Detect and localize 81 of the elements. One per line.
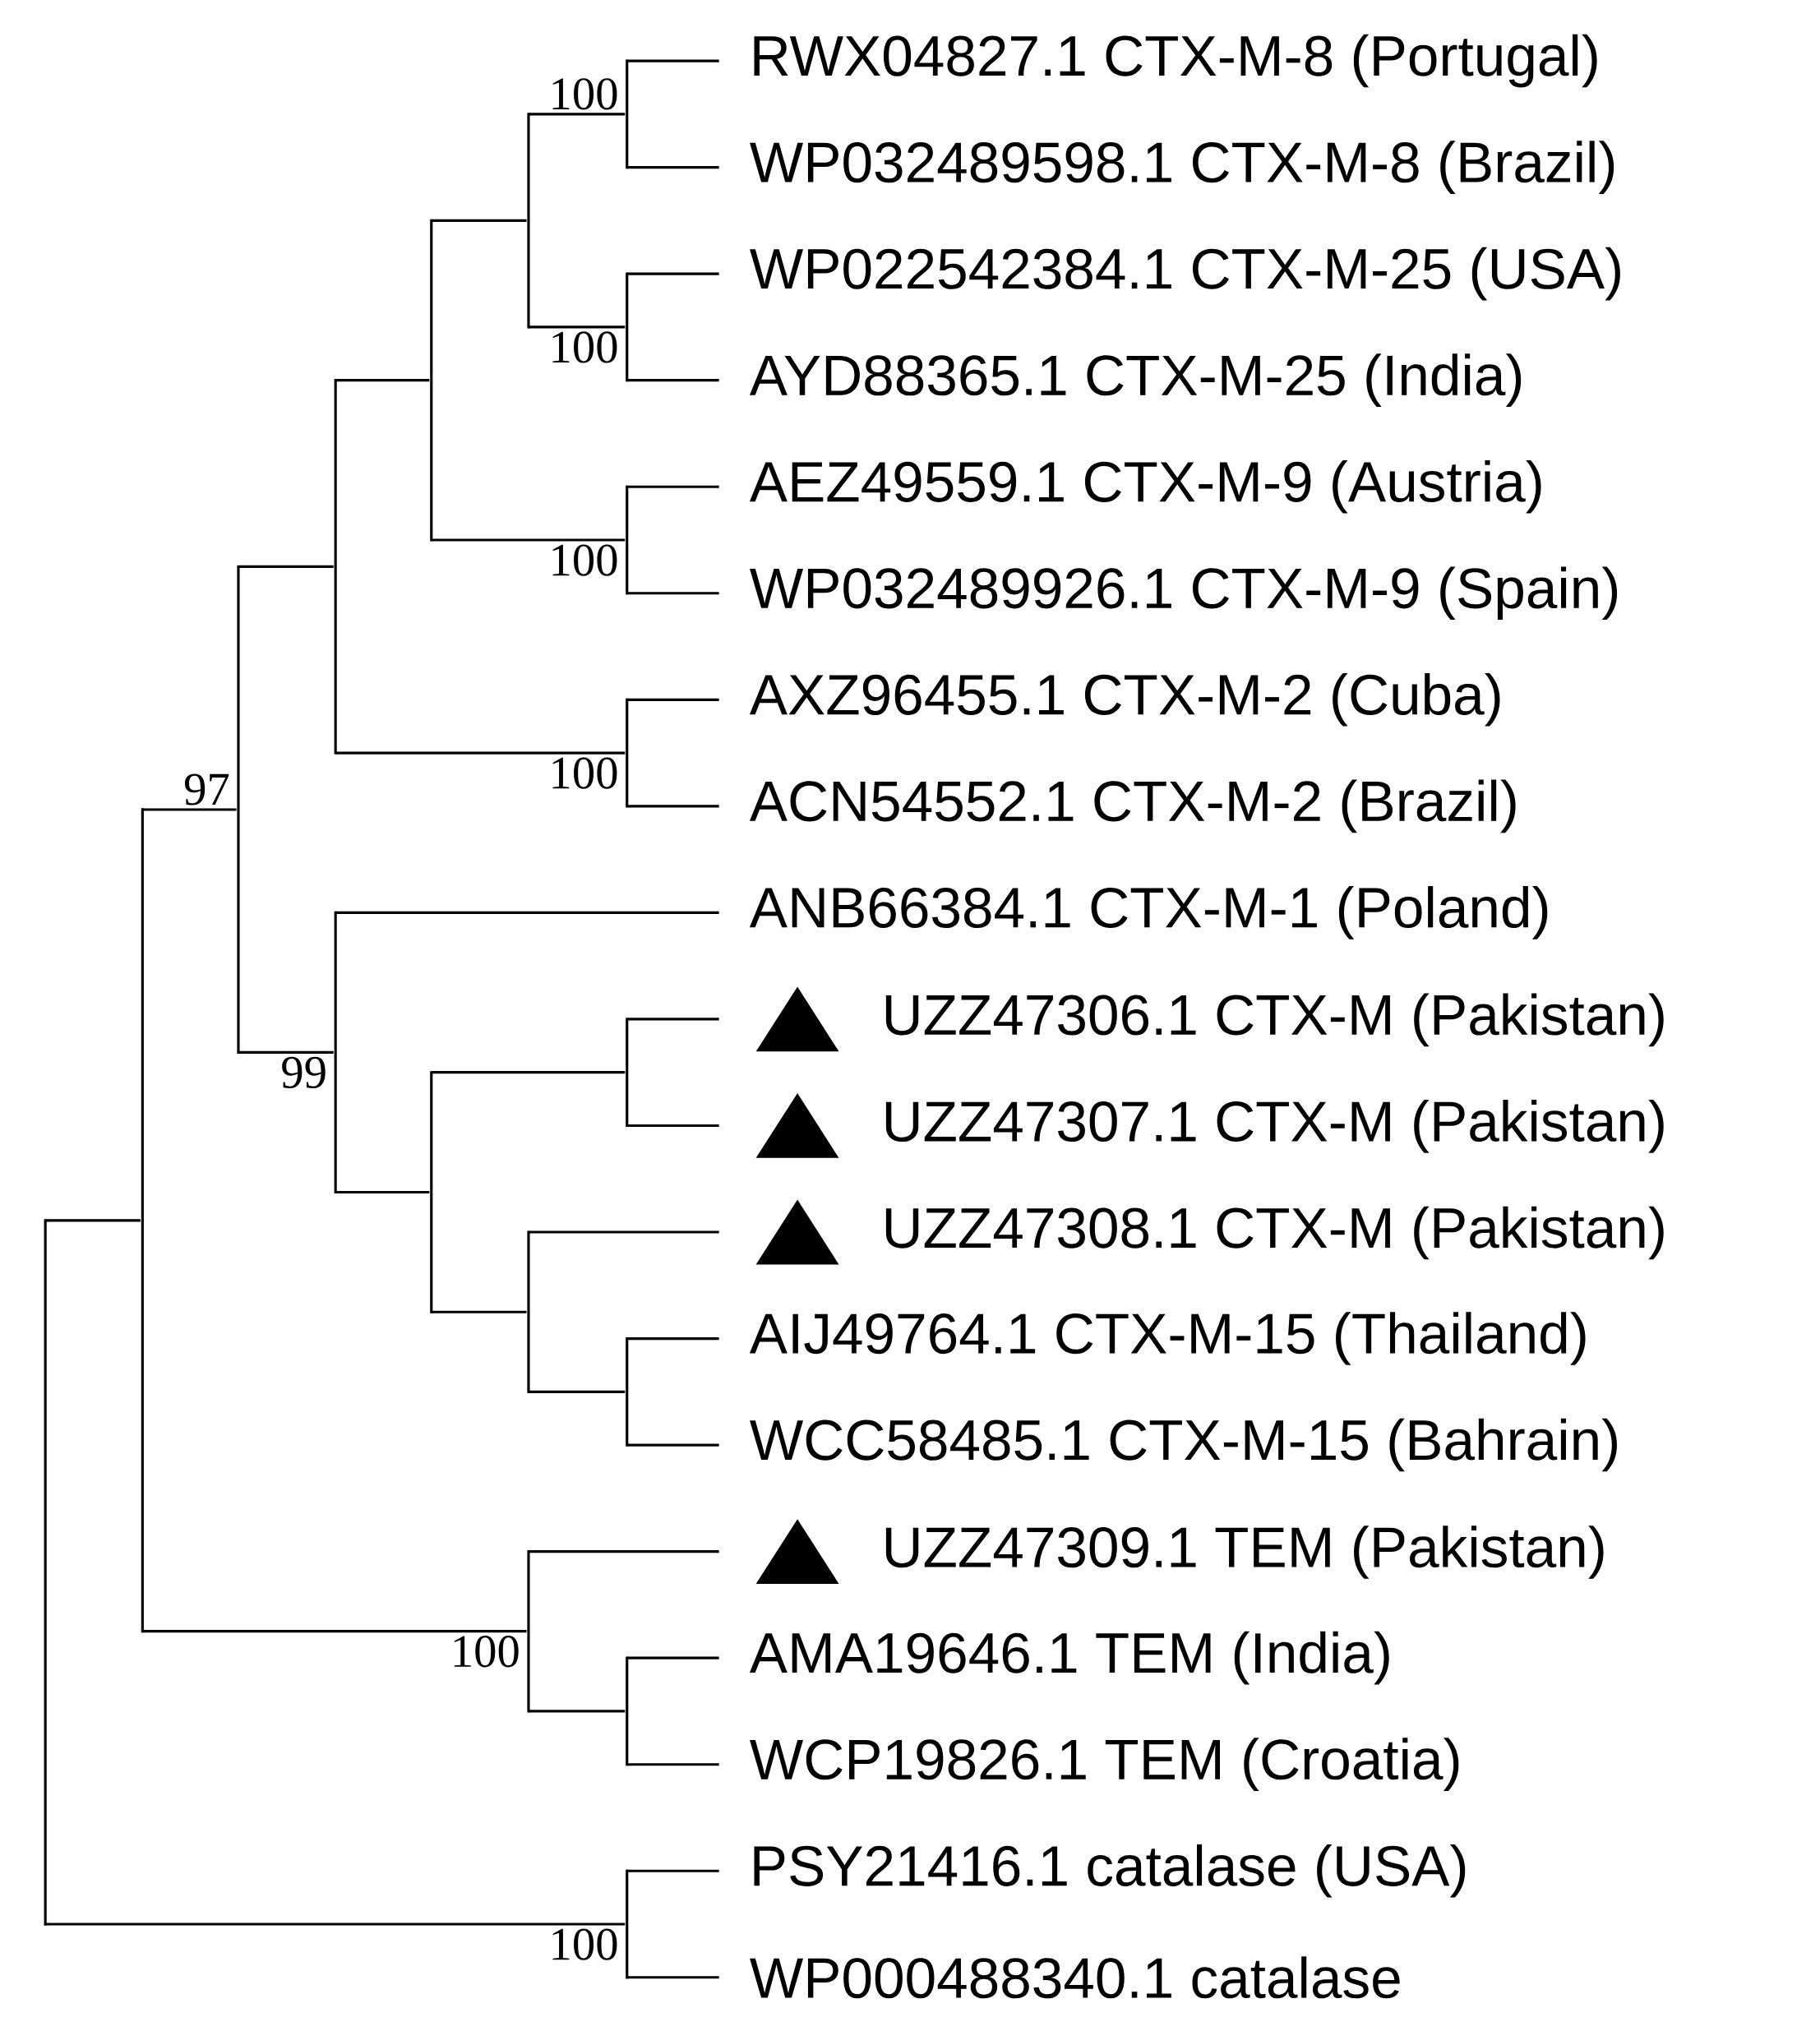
branch-line: [335, 1190, 430, 1194]
leaf-label: RWX04827.1 CTX-M-8 (Portugal): [754, 34, 1597, 88]
branch-junction: [626, 1018, 629, 1128]
leaf-label: WP032489598.1 CTX-M-8 (Brazil): [750, 141, 1614, 194]
bootstrap-value: 99: [282, 1056, 326, 1088]
bootstrap-value: 100: [552, 331, 617, 363]
leaf-label: UZZ47307.1 CTX-M (Pakistan): [755, 1093, 1664, 1158]
branch-junction: [527, 1550, 530, 1713]
branch-junction: [430, 219, 433, 542]
leaf-label: UZZ47308.1 CTX-M (Pakistan): [755, 1199, 1664, 1265]
branch-line: [335, 911, 719, 914]
branch-line: [626, 1869, 719, 1872]
leaf-label: ACN54552.1 CTX-M-2 (Brazil): [749, 779, 1516, 833]
branch-line: [626, 166, 719, 169]
leaf-label: WCC58485.1 CTX-M-15 (Bahrain): [750, 1418, 1617, 1472]
branch-junction: [626, 1656, 629, 1766]
branch-line: [431, 219, 527, 222]
branch-line: [45, 1219, 141, 1222]
branch-junction: [626, 485, 629, 595]
branch-line: [626, 592, 719, 595]
branch-junction: [626, 1337, 629, 1447]
leaf-label: AMA19646.1 TEM (India): [749, 1631, 1389, 1685]
branch-line: [142, 808, 237, 811]
branch-line: [626, 1443, 719, 1447]
leaf-label: AIJ49764.1 CTX-M-15 (Thailand): [749, 1312, 1586, 1365]
branch-line: [626, 1763, 719, 1766]
branch-line: [528, 1550, 719, 1553]
branch-junction: [626, 272, 629, 382]
bootstrap-value: 100: [552, 1928, 617, 1960]
branch-junction: [141, 808, 144, 1633]
branch-line: [626, 485, 719, 488]
leaf-label: AXZ96455.1 CTX-M-2 (Cuba): [749, 673, 1500, 727]
branch-line: [528, 113, 626, 116]
branch-line: [238, 1050, 334, 1054]
branch-junction: [44, 1219, 47, 1926]
leaf-label: UZZ47309.1 TEM (Pakistan): [755, 1519, 1604, 1584]
branch-line: [335, 751, 626, 755]
branch-junction: [334, 911, 337, 1193]
branch-junction: [626, 1869, 629, 1979]
branch-junction: [334, 379, 337, 755]
branch-line: [142, 1630, 527, 1633]
branch-junction: [626, 59, 629, 169]
leaf-label: WP022542384.1 CTX-M-25 (USA): [750, 247, 1620, 301]
leaf-label: PSY21416.1 catalase (USA): [754, 1844, 1466, 1898]
branch-line: [626, 805, 719, 808]
leaf-label: WCP19826.1 TEM (Croatia): [750, 1738, 1459, 1791]
branch-line: [528, 1230, 719, 1234]
branch-line: [335, 379, 430, 382]
branch-line: [626, 1656, 719, 1659]
branch-junction: [430, 1071, 433, 1313]
leaf-label: AYD88365.1 CTX-M-25 (India): [749, 353, 1522, 407]
branch-junction: [237, 565, 240, 1055]
branch-line: [626, 1018, 719, 1021]
leaf-label: WP032489926.1 CTX-M-9 (Spain): [750, 566, 1618, 621]
branch-line: [626, 1336, 719, 1341]
branch-line: [431, 1310, 527, 1313]
branch-line: [626, 59, 719, 62]
bootstrap-value: 100: [552, 757, 617, 789]
branch-line: [626, 379, 719, 382]
bootstrap-value: 100: [552, 78, 617, 110]
branch-junction: [527, 113, 530, 329]
branch-line: [528, 1710, 626, 1713]
bootstrap-value: 100: [454, 1636, 519, 1668]
branch-line: [431, 538, 626, 542]
branch-line: [45, 1923, 626, 1926]
branch-line: [238, 565, 334, 568]
bootstrap-value: 97: [184, 773, 229, 805]
branch-line: [626, 1976, 719, 1979]
branch-junction: [527, 1230, 530, 1393]
bootstrap-value: 100: [552, 544, 617, 576]
leaf-label: WP000488340.1 catalase: [750, 1956, 1400, 1999]
branch-line: [626, 1124, 719, 1128]
branch-line: [626, 698, 719, 701]
branch-line: [528, 1390, 626, 1393]
leaf-label: UZZ47306.1 CTX-M (Pakistan): [755, 986, 1664, 1052]
branch-line: [626, 272, 719, 275]
leaf-label: ANB66384.1 CTX-M-1 (Poland): [749, 886, 1548, 939]
branch-line: [431, 1071, 626, 1074]
leaf-label: AEZ49559.1 CTX-M-9 (Austria): [749, 459, 1541, 514]
branch-line: [528, 325, 626, 329]
branch-junction: [626, 698, 629, 808]
